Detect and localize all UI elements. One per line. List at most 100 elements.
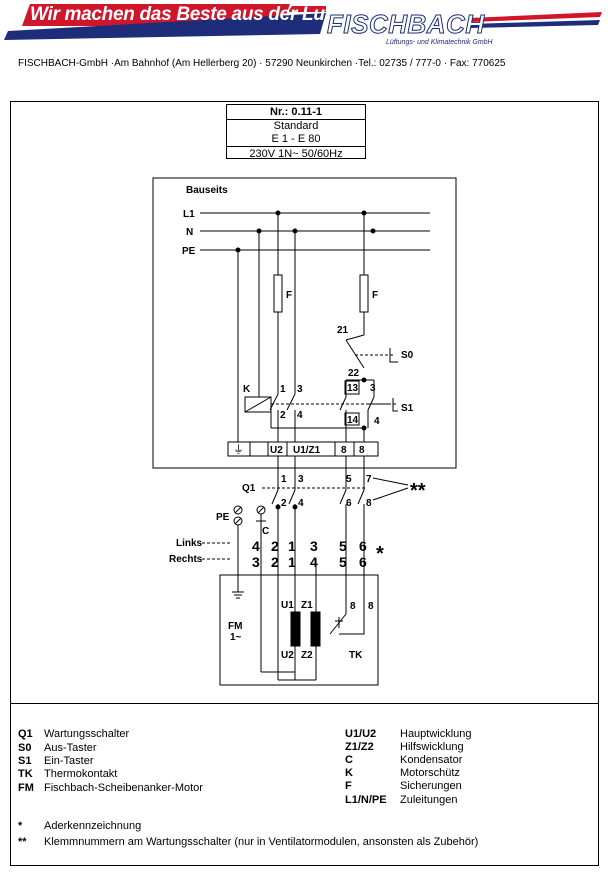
q1-num-6: 6	[346, 498, 352, 509]
legend-separator	[10, 703, 599, 704]
pe-terminal-label: PE	[216, 512, 230, 523]
q1-blade-2	[288, 489, 296, 505]
site-label: Bauseits	[186, 185, 228, 196]
header-logo-graphic	[4, 4, 602, 40]
double-star-mark: **	[410, 480, 426, 502]
terminal-8a: 8	[341, 445, 347, 456]
k13-blade	[339, 396, 347, 411]
fuse-1	[273, 274, 283, 313]
single-star-mark: *	[376, 543, 384, 565]
q1-num-4: 4	[298, 498, 304, 509]
main-winding	[290, 611, 301, 647]
links-core-5: 5	[339, 538, 347, 554]
fuse-2-label: F	[372, 290, 378, 301]
drawing-type: Standard	[273, 120, 319, 132]
winding-z2: Z2	[301, 650, 313, 661]
s0-blade	[345, 339, 365, 369]
line-label-pe: PE	[182, 246, 196, 257]
s0-jog	[345, 334, 365, 341]
contactor-coil-diagonal	[244, 396, 272, 413]
rechts-core-6: 6	[359, 554, 367, 570]
line-label-n: N	[186, 227, 193, 238]
contact-14-box	[344, 412, 360, 426]
q1-num-2: 2	[281, 498, 287, 509]
contact-22-label: 22	[348, 368, 360, 379]
q1-num-8: 8	[366, 498, 372, 509]
links-core-2: 2	[271, 538, 279, 554]
motor-phase: 1~	[230, 632, 242, 643]
winding-u1: U1	[281, 600, 294, 611]
motor-label: FM	[228, 621, 242, 632]
logo-stripe-right-navy	[470, 20, 600, 28]
k-contact-3: 3	[297, 384, 303, 395]
brand-subtitle: Lüftungs- und Klimatechnik GmbH	[386, 39, 493, 46]
tk-label: TK	[349, 650, 363, 661]
k-contact-4b: 4	[374, 416, 380, 427]
title-block: Nr.: 0.11-1 Standard E 1 - E 80 230V 1N~…	[226, 104, 366, 161]
tk-8a: 8	[350, 601, 356, 612]
s0-button	[389, 348, 398, 363]
aux-winding	[310, 611, 321, 647]
arrow-1	[372, 477, 409, 486]
node-n-k3	[292, 228, 298, 234]
rechts-core-3: 1	[288, 554, 296, 570]
pe-screw-1	[233, 505, 243, 515]
drawing-supply: 230V 1N~ 50/60Hz	[227, 146, 365, 161]
q1-num-3: 3	[298, 474, 304, 485]
k-contact-4: 4	[297, 410, 303, 421]
winding-u2: U2	[281, 650, 294, 661]
tk-contact	[329, 600, 347, 635]
wiring-diagram: Bauseits L1 N PE F F 21 S0 22 K 1 3 2 4	[152, 177, 457, 686]
company-address: FISCHBACH-GmbH ·Am Bahnhof (Am Hellerber…	[18, 58, 506, 69]
contactor-label: K	[243, 384, 251, 395]
line-label-l1: L1	[183, 209, 195, 220]
q1-num-7: 7	[366, 474, 372, 485]
k-contact-1: 1	[280, 384, 286, 395]
q1-label: Q1	[242, 483, 256, 494]
k1-blade	[269, 393, 279, 411]
contact-13-label: 13	[347, 383, 359, 394]
links-core-3: 1	[288, 538, 296, 554]
q1-blade-3	[339, 489, 347, 505]
contact-14-label: 14	[347, 415, 359, 426]
note-double-star: **Klemmnummern am Wartungsschalter (nur …	[18, 836, 479, 848]
site-box	[152, 177, 457, 469]
terminal-u1z1: U1/Z1	[293, 445, 321, 456]
brand-name: FISCHBACH	[327, 9, 485, 40]
s1-label: S1	[401, 403, 414, 414]
drawing-frame	[10, 101, 599, 866]
q1-num-1: 1	[281, 474, 287, 485]
k-contact-2: 2	[280, 410, 286, 421]
rechts-core-5: 5	[339, 554, 347, 570]
rechts-label: Rechts	[169, 554, 203, 565]
s1-button	[392, 398, 398, 412]
c-label: C	[262, 526, 269, 537]
k3-blade	[286, 393, 296, 411]
node-n-b	[370, 228, 376, 234]
q1-blade-1	[271, 489, 279, 505]
contact-13-box	[344, 380, 360, 395]
terminal-8b: 8	[359, 445, 365, 456]
motor-box	[219, 574, 379, 686]
rechts-core-1: 3	[252, 554, 260, 570]
links-core-6: 6	[359, 538, 367, 554]
k-contact-3b: 3	[370, 383, 376, 394]
terminal-strip	[227, 441, 379, 457]
winding-z1: Z1	[301, 600, 313, 611]
note-single-star: *Aderkennzeichnung	[18, 820, 142, 832]
fuse-2	[359, 274, 369, 313]
logo-stripe-right-red	[470, 12, 602, 22]
drawing-models: E 1 - E 80	[271, 133, 321, 145]
rechts-core-4: 4	[310, 554, 318, 570]
links-label: Links	[176, 538, 203, 549]
q1-blade-4	[357, 489, 365, 505]
links-core-4: 3	[310, 538, 318, 554]
